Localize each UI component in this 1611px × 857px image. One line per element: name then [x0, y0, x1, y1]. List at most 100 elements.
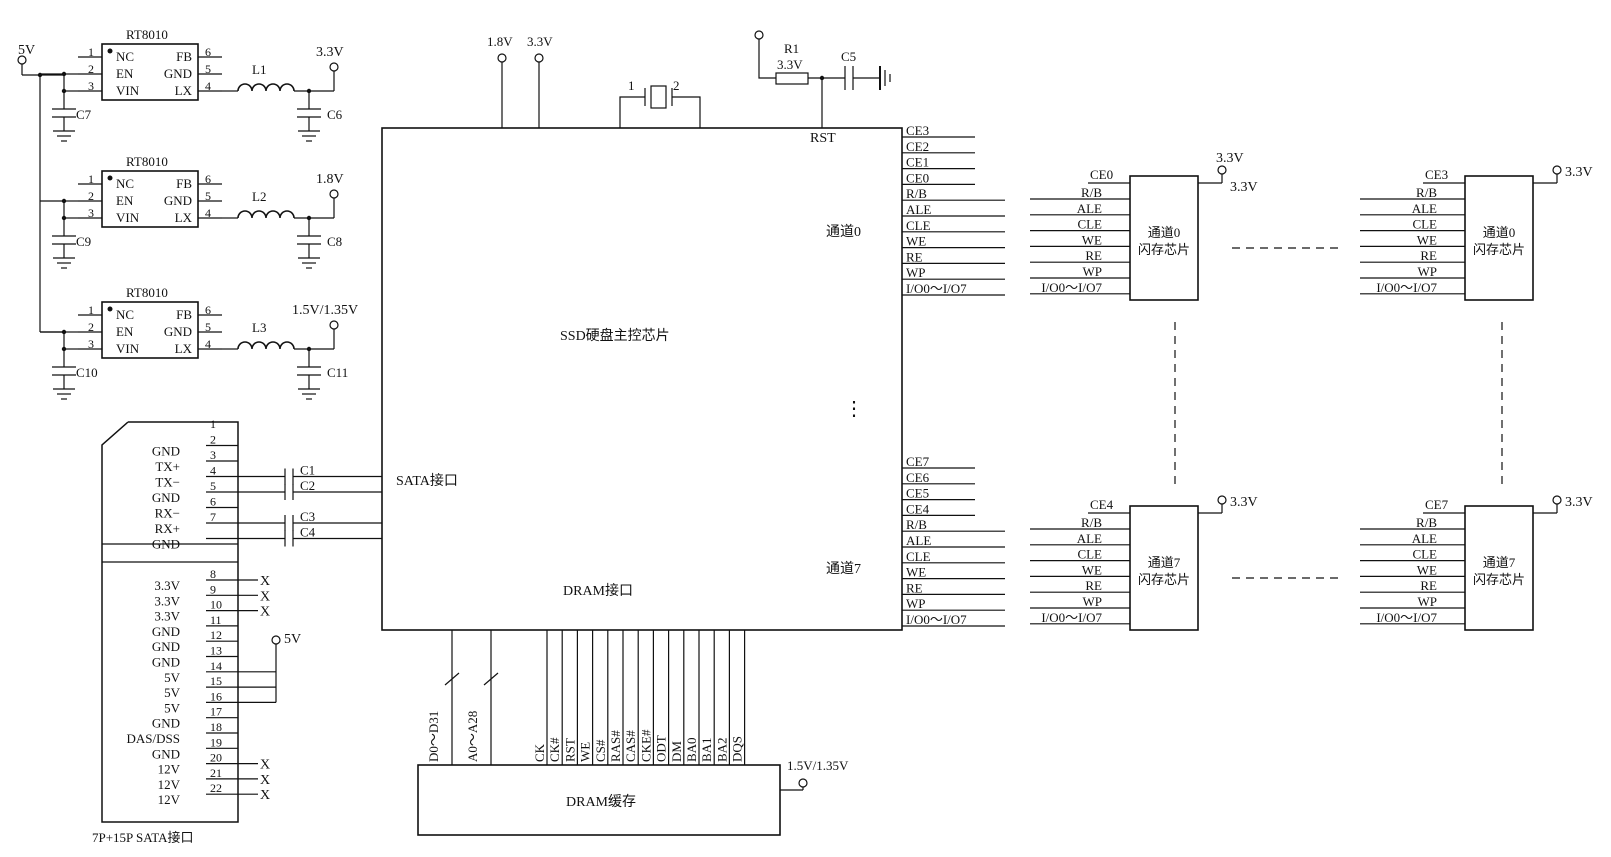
sata-pin-label: 3.3V [154, 578, 180, 593]
dram-signal-label: CS# [593, 739, 608, 762]
pin-number-right: 6 [205, 172, 211, 186]
channel-signal-label: CE3 [906, 123, 929, 138]
channel-signal-label: WE [906, 565, 926, 580]
flash-pin-label: CLE [1412, 547, 1437, 562]
flash-pin-label: WP [1083, 264, 1103, 279]
sata-pin-label: GND [152, 444, 180, 459]
channel-signal-label: I/O0～I/O7 [906, 281, 967, 296]
pin-label-left: NC [116, 307, 134, 322]
pin-label-right: GND [164, 324, 192, 339]
flash-chip-label1: 通道7 [1148, 555, 1181, 570]
vcc-terminal [1552, 495, 1562, 505]
flash-pin-label: WP [1083, 594, 1103, 609]
pin-number-right: 6 [205, 303, 211, 317]
channel0-label: 通道0 [826, 224, 861, 240]
output-terminal [329, 62, 339, 72]
pin-number-left: 3 [88, 337, 94, 351]
sata-pin-label: 3.3V [154, 593, 180, 608]
sata-cap-label: C3 [300, 509, 315, 524]
dram-signal-label: DQS [730, 736, 745, 762]
sata-pin-number: 9 [210, 582, 216, 596]
inductor-coil [237, 83, 295, 92]
sata-5v-label: 5V [284, 632, 301, 647]
cap-out-label: C11 [327, 365, 348, 380]
inductor-label: L3 [252, 320, 266, 335]
flash-chip-box [1129, 505, 1199, 631]
nc-mark: X [260, 758, 270, 773]
pin-label-left: NC [116, 49, 134, 64]
pin-label-right: FB [176, 176, 192, 191]
ctrl-3v3-label: 3.3V [527, 34, 553, 49]
dram-name: DRAM缓存 [566, 794, 636, 810]
sata-title: 7P+15P SATA接口 [92, 830, 194, 845]
channel-signal-label: CLE [906, 549, 931, 564]
flash-chip-group: 通道0闪存芯片CE03.3V3.3VR/BALECLEWEREWPI/O0～I/… [1030, 151, 1593, 631]
controller-box [381, 127, 903, 631]
regulator-box [101, 43, 199, 101]
pin-number-left: 1 [88, 172, 94, 186]
sata-pin-label: GND [152, 716, 180, 731]
sata-interface-label: SATA接口 [396, 472, 458, 489]
channel-signal-label: R/B [906, 186, 927, 201]
sata-cap-label: C4 [300, 525, 316, 540]
sata-pin-label: DAS/DSS [127, 731, 180, 746]
sata-pin-number: 7 [210, 510, 216, 524]
nc-mark: X [260, 574, 270, 589]
channel-signal-label: CLE [906, 218, 931, 233]
flash-pin-label: WP [1418, 264, 1438, 279]
flash-pin-label: WE [1417, 562, 1437, 577]
sata-pin-number: 13 [210, 644, 222, 658]
dram-signal-label: BA2 [714, 737, 729, 762]
channel-signal-label: WP [906, 265, 926, 280]
sata-pin-number: 17 [210, 705, 222, 719]
channel-bus-group: CE3CE2CE1CE0R/BALECLEWEREWPI/O0～I/O7CE7C… [902, 123, 1005, 627]
flash-chip-label2: 闪存芯片 [1473, 572, 1525, 587]
flash-vcc-label: 3.3V [1565, 165, 1593, 180]
channel-signal-label: CE7 [906, 454, 930, 469]
flash-pin-label: R/B [1081, 185, 1102, 200]
pin-number-right: 6 [205, 45, 211, 59]
supply-5v-label: 5V [18, 43, 35, 58]
channel-ellipsis: ⋮ [844, 398, 864, 420]
sata-pin-label: 12V [158, 762, 181, 777]
channel-signal-label: WP [906, 596, 926, 611]
channel-signal-label: WE [906, 234, 926, 249]
output-voltage: 3.3V [316, 45, 344, 60]
channel-signal-label: CE5 [906, 486, 929, 501]
controller-chip: SSD硬盘主控芯片 SATA接口 DRAM接口 RST 通道0 通道7 ⋮ 1.… [381, 34, 903, 631]
pin-label-right: LX [175, 83, 193, 98]
regulator-box [101, 301, 199, 359]
cap-in-label: C9 [76, 234, 91, 249]
sata-pin-number: 11 [210, 613, 222, 627]
cap-out-label: C6 [327, 107, 343, 122]
flash-pin-label: R/B [1416, 515, 1437, 530]
flash-pin-label: ALE [1077, 201, 1102, 216]
output-terminal [329, 189, 339, 199]
inductor-label: L2 [252, 189, 266, 204]
dram-data-bus-label: D0～D31 [426, 711, 441, 762]
reset-circuit: R1 3.3V C5 [754, 30, 891, 128]
reset-cap-label: C5 [841, 49, 856, 64]
flash-pin-label: I/O0～I/O7 [1376, 280, 1437, 295]
sata-pin-number: 12 [210, 628, 222, 642]
flash-chip-box [1464, 505, 1534, 631]
flash-pin-label: ALE [1412, 531, 1437, 546]
flash-dash-links [1174, 247, 1503, 579]
channel-signal-label: CE6 [906, 470, 930, 485]
sata-pin-label: 12V [158, 792, 181, 807]
sata-pin-label: GND [152, 624, 180, 639]
channel-signal-label: CE4 [906, 501, 930, 516]
sata-pin-number: 14 [210, 659, 222, 673]
pin-label-left: EN [116, 66, 134, 81]
crystal-pin2: 2 [673, 78, 680, 93]
nc-mark: X [260, 788, 270, 803]
sata-pin-number: 4 [210, 464, 216, 478]
sata-pin-number: 21 [210, 766, 222, 780]
channel-signal-label: RE [906, 580, 923, 595]
channel-signal-label: CE1 [906, 155, 929, 170]
sata-pin-label: 3.3V [154, 609, 180, 624]
sata-pin-number: 5 [210, 479, 216, 493]
